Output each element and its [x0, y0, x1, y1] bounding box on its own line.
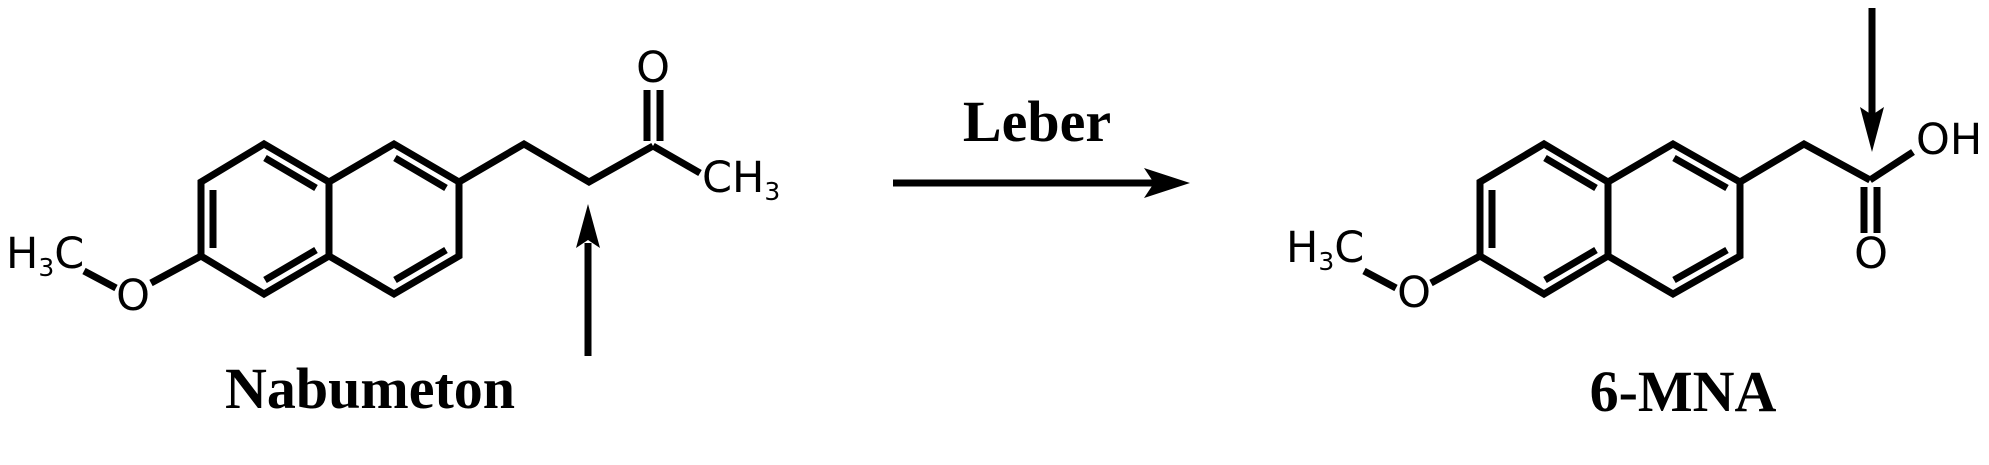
- aromatic-double-bond-lines: [209, 154, 448, 284]
- methoxy-bonds: [82, 252, 203, 292]
- reactant-methoxy-group-label: H3C: [6, 233, 84, 282]
- methyl-ch-text: CH: [702, 153, 765, 203]
- methoxy-subscript: 3: [1318, 247, 1335, 276]
- methyl-bond: [651, 142, 702, 177]
- acetic-chain-bonds: [1738, 139, 1872, 186]
- reactant-name: Nabumeton: [224, 356, 516, 421]
- ketone-double-bond: [643, 90, 664, 141]
- nabumeton-skeleton: [82, 90, 702, 299]
- methoxy-h-text: H: [1286, 223, 1319, 273]
- hydroxyl-bond: [1868, 149, 1915, 183]
- ketone-pointer-arrow: [576, 204, 600, 356]
- reaction-arrow: [893, 168, 1190, 198]
- methoxy-c-text: C: [1334, 223, 1365, 273]
- carboxyl-double-bond: [1860, 187, 1881, 233]
- mna-skeleton: [1362, 139, 1915, 299]
- reactant-ketone-oxygen-label: O: [636, 43, 670, 93]
- pointer-arrowhead: [1860, 107, 1884, 152]
- methoxy-subscript: 3: [38, 253, 55, 282]
- reaction-arrowhead: [1144, 168, 1190, 198]
- reaction-condition-label: Leber: [962, 89, 1112, 154]
- pointer-arrowhead: [576, 204, 600, 248]
- product-methoxy-group-label: H3C: [1286, 227, 1364, 276]
- methoxy-h-text: H: [6, 229, 39, 279]
- butanone-chain-bonds: [457, 139, 655, 187]
- product-ether-oxygen-label: O: [1397, 268, 1431, 318]
- product-name: 6-MNA: [1589, 359, 1777, 424]
- carboxyl-pointer-arrow: [1860, 8, 1884, 152]
- methoxy-c-text: C: [54, 229, 85, 279]
- reactant-ether-oxygen-label: O: [116, 271, 150, 321]
- product-carbonyl-oxygen-label: O: [1854, 229, 1888, 279]
- reactant-methyl-group-label: CH3: [702, 157, 781, 206]
- methyl-subscript: 3: [764, 177, 781, 206]
- naphthalene-perimeter-bonds: [197, 139, 463, 299]
- product-hydroxyl-label: OH: [1916, 115, 1983, 165]
- aromatic-double-bond-lines: [1488, 154, 1729, 284]
- methoxy-bonds: [1362, 252, 1482, 292]
- naphthalene-perimeter-bonds: [1476, 139, 1744, 299]
